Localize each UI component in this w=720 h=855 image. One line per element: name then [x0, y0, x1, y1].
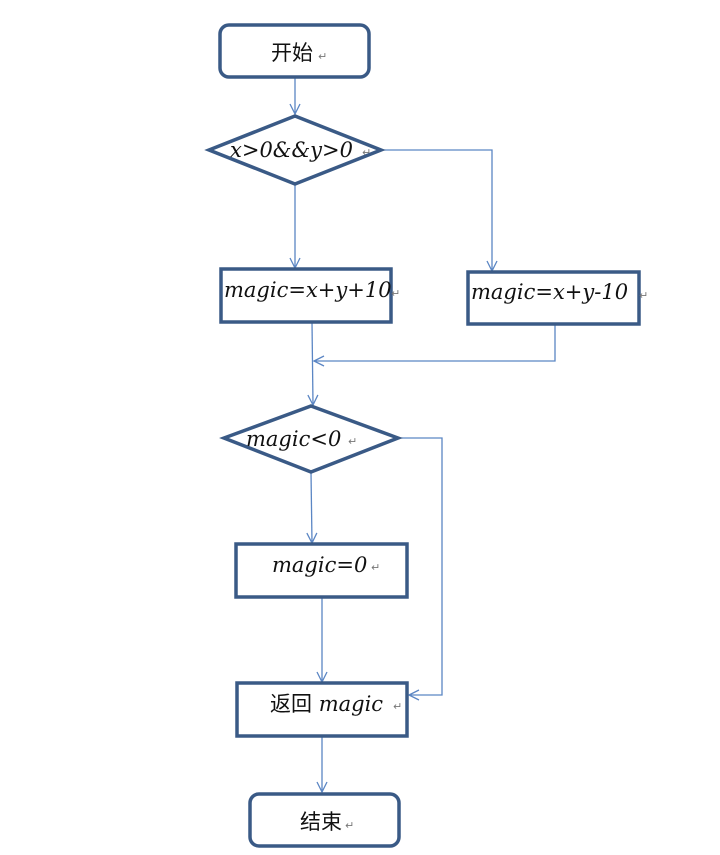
condition-1-label: x>0&&y>0 — [230, 138, 353, 162]
arrow-assign-plus-to-cond2 — [312, 321, 313, 405]
paragraph-mark: ↵ — [318, 50, 327, 63]
paragraph-mark: ↵ — [391, 287, 400, 300]
return-label: 返回 magic — [270, 692, 383, 716]
assign-plus-node: magic=x+y+10 ↵ — [219, 267, 400, 324]
return-node: 返回 magic ↵ — [235, 681, 409, 738]
return-prefix: 返回 — [270, 692, 319, 716]
assign-minus-label: magic=x+y-10 — [471, 280, 628, 304]
arrow-cond2-to-return — [398, 437, 443, 695]
paragraph-mark: ↵ — [362, 146, 371, 159]
return-variable: magic — [319, 692, 384, 716]
condition-x-y-positive: x>0&&y>0 ↵ — [204, 114, 386, 186]
assign-zero-label: magic=0 — [272, 553, 367, 577]
condition-2-label: magic<0 — [246, 427, 341, 451]
condition-magic-negative: magic<0 ↵ — [219, 404, 403, 474]
paragraph-mark: ↵ — [371, 561, 380, 574]
connectors — [295, 77, 556, 792]
arrow-cond1-to-assign-minus — [380, 149, 492, 271]
paragraph-mark: ↵ — [639, 289, 648, 302]
assign-zero-node: magic=0 ↵ — [234, 542, 409, 599]
assign-minus-node: magic=x+y-10 ↵ — [466, 270, 648, 326]
end-node: 结束 ↵ — [248, 792, 401, 848]
paragraph-mark: ↵ — [393, 700, 402, 713]
assign-plus-label: magic=x+y+10 — [224, 278, 392, 302]
start-node: 开始 ↵ — [218, 23, 371, 79]
arrow-cond2-to-assign-zero — [311, 471, 312, 543]
start-label: 开始 — [271, 41, 313, 65]
paragraph-mark: ↵ — [348, 435, 357, 448]
arrow-assign-minus-merge — [314, 324, 556, 361]
end-label: 结束 — [300, 810, 342, 834]
paragraph-mark: ↵ — [345, 819, 354, 832]
